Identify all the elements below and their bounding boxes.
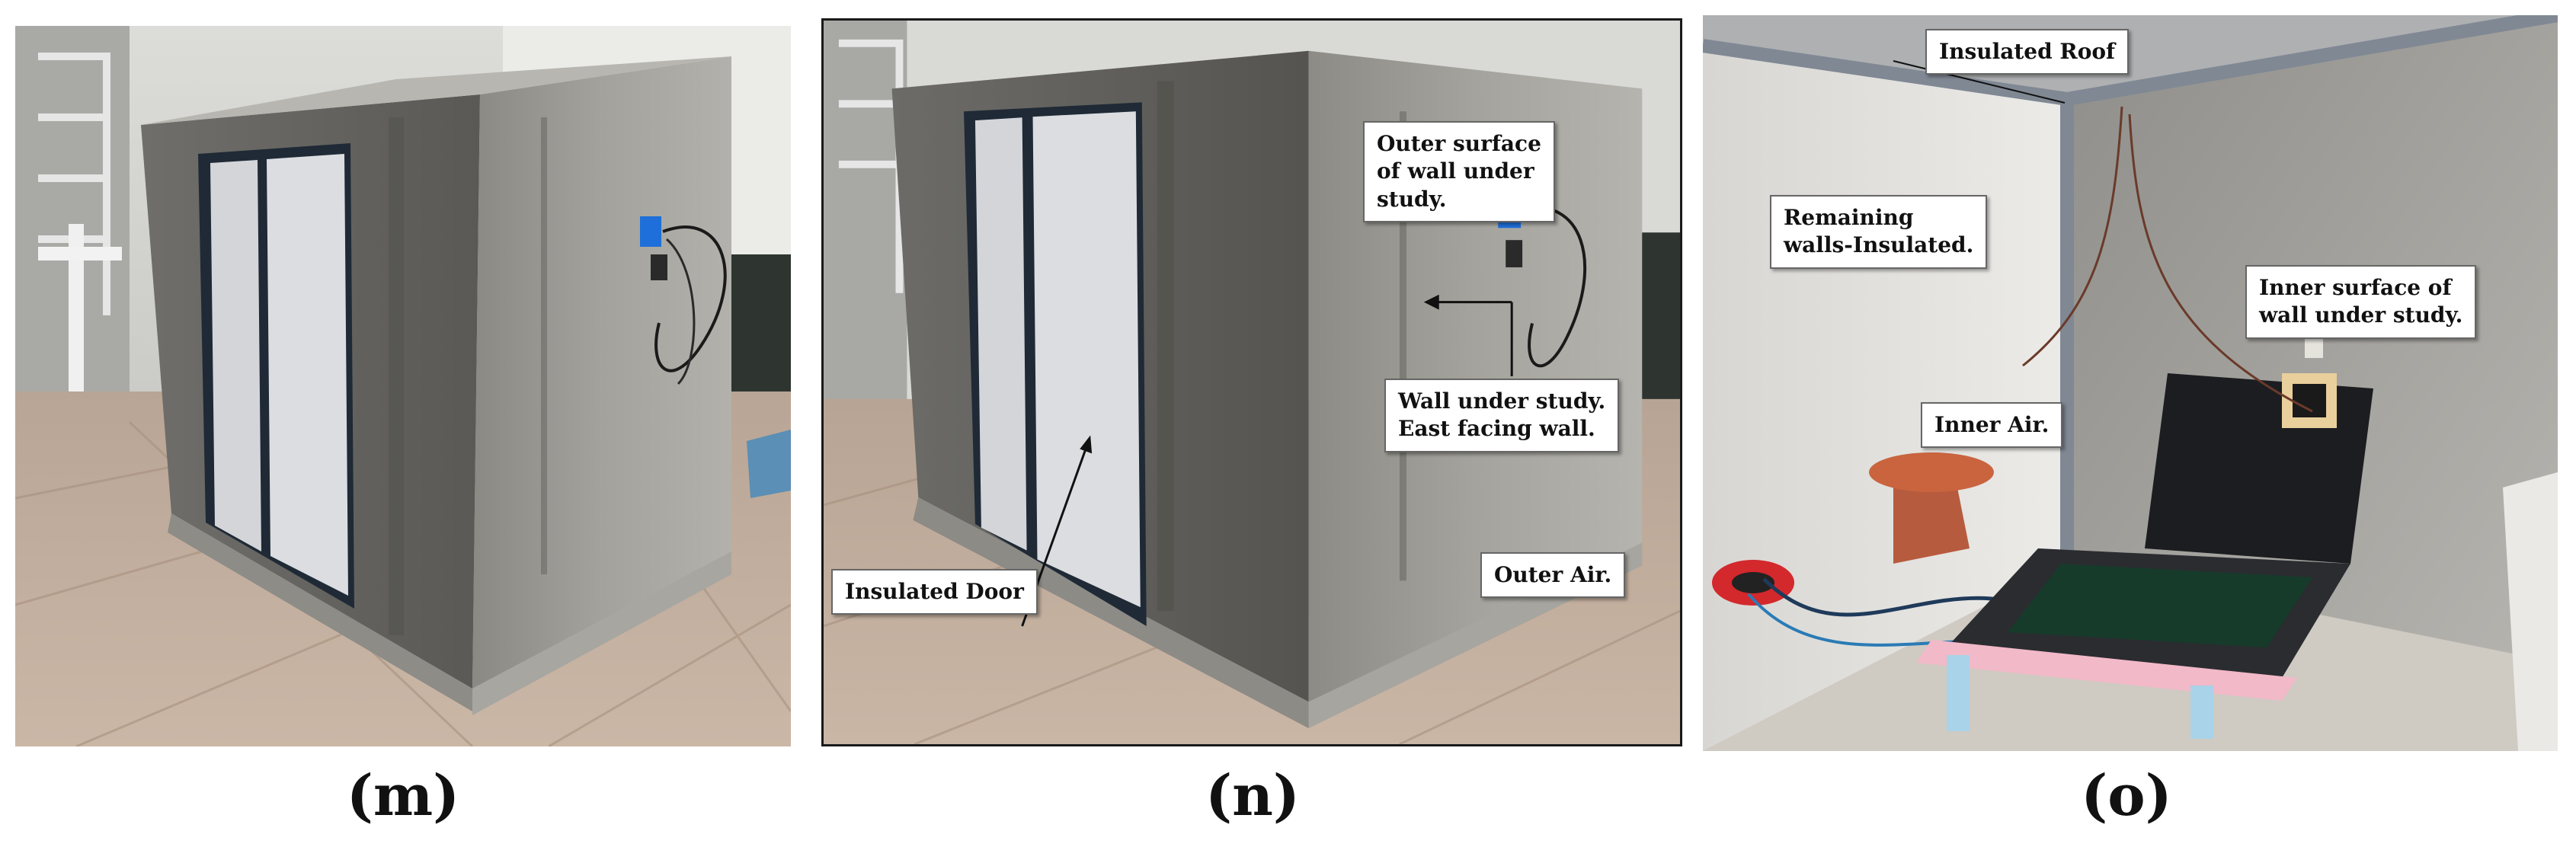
callout-inner-air: Inner Air.: [1921, 402, 2063, 449]
photo-test-cell-interior: [1703, 15, 2558, 751]
callout-text: East facing wall.: [1398, 416, 1595, 442]
callout-insulated-door: Insulated Door: [831, 569, 1038, 615]
callout-outer-air: Outer Air.: [1480, 552, 1626, 599]
callout-text: wall under study.: [2259, 302, 2463, 328]
panel-label-m: (m): [346, 763, 460, 829]
callout-text: Outer Air.: [1494, 562, 1612, 587]
photo-panel-n: Outer surface of wall under study. Wall …: [821, 18, 1682, 746]
callout-text: walls-Insulated.: [1784, 232, 1974, 258]
callout-inner-surface: Inner surface of wall under study.: [2245, 265, 2477, 339]
callout-text: study.: [1377, 186, 1447, 212]
callout-text: Insulated Roof: [1939, 39, 2116, 64]
photo-test-cell-exterior: [15, 26, 791, 746]
panel-label-n: (n): [1205, 763, 1300, 829]
callout-text: Insulated Door: [845, 579, 1024, 604]
callout-text: Remaining: [1784, 205, 1914, 230]
callout-wall-under-study: Wall under study. East facing wall.: [1384, 379, 1620, 452]
callout-text: Outer surface: [1377, 131, 1541, 156]
callout-text: Wall under study.: [1398, 388, 1606, 414]
callout-insulated-roof: Insulated Roof: [1925, 29, 2130, 75]
photo-panel-o: Insulated Roof Remaining walls-Insulated…: [1703, 15, 2558, 751]
callout-text: Inner Air.: [1934, 412, 2050, 437]
callout-text: of wall under: [1377, 158, 1534, 184]
callout-text: Inner surface of: [2259, 275, 2452, 300]
callout-remaining-walls: Remaining walls-Insulated.: [1770, 195, 1988, 269]
callout-outer-surface: Outer surface of wall under study.: [1363, 121, 1555, 223]
panel-label-o: (o): [2081, 763, 2172, 829]
photo-panel-m: [15, 26, 791, 746]
